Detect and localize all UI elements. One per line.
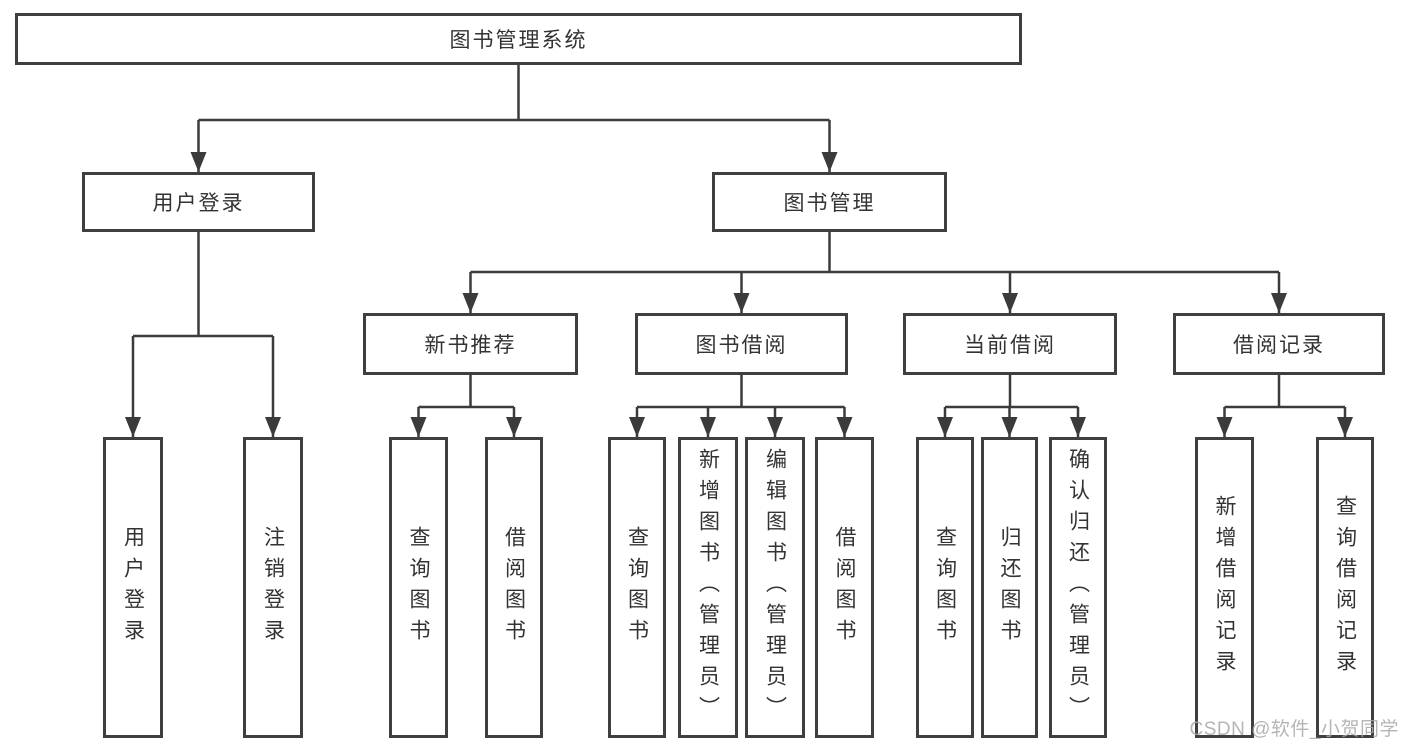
- node-book-management-label: 图书管理: [783, 192, 876, 215]
- leaf-query-books-2-label: 查询图书: [625, 525, 649, 650]
- node-borrow-records-label: 借阅记录: [1233, 334, 1325, 357]
- connector-root: [198, 65, 830, 122]
- connector-borrow-records: [1224, 375, 1345, 409]
- watermark-text: CSDN @软件_小贺同学: [1189, 719, 1399, 740]
- leaf-borrow-books-1-label: 借阅图书: [502, 525, 526, 650]
- leaf-return-books: 归还图书: [981, 437, 1038, 738]
- leaf-add-books-admin: 新增图书（管理员）: [678, 437, 738, 738]
- connector-book-management: [470, 232, 1279, 274]
- leaf-user-login-label: 用户登录: [121, 525, 145, 650]
- leaf-edit-books-admin: 编辑图书（管理员）: [745, 437, 805, 738]
- leaf-logout: 注销登录: [243, 437, 303, 738]
- leaf-borrow-books-2-label: 借阅图书: [833, 525, 857, 650]
- leaf-user-login: 用户登录: [103, 437, 163, 738]
- node-current-borrowing: 当前借阅: [903, 313, 1117, 375]
- leaf-query-books-1: 查询图书: [389, 437, 448, 738]
- connector-book-borrowing: [637, 375, 845, 409]
- leaf-borrow-books-2: 借阅图书: [815, 437, 874, 738]
- node-book-borrowing-label: 图书借阅: [695, 334, 788, 357]
- leaf-confirm-return-admin-label: 确认归还（管理员）: [1066, 448, 1090, 727]
- leaf-query-books-3: 查询图书: [916, 437, 974, 738]
- leaf-query-borrow-record-label: 查询借阅记录: [1333, 494, 1357, 681]
- leaf-query-books-1-label: 查询图书: [407, 525, 431, 650]
- leaf-add-borrow-record-label: 新增借阅记录: [1213, 494, 1237, 681]
- leaf-query-books-3-label: 查询图书: [933, 525, 957, 650]
- leaf-add-borrow-record: 新增借阅记录: [1195, 437, 1254, 738]
- node-user-login: 用户登录: [82, 172, 315, 232]
- leaf-query-borrow-record: 查询借阅记录: [1316, 437, 1374, 738]
- leaf-edit-books-admin-label: 编辑图书（管理员）: [763, 448, 787, 727]
- leaf-query-books-2: 查询图书: [608, 437, 666, 738]
- connector-current-borrowing: [945, 375, 1078, 409]
- node-user-login-label: 用户登录: [152, 192, 245, 215]
- leaf-borrow-books-1: 借阅图书: [485, 437, 543, 738]
- node-new-book-recommend: 新书推荐: [363, 313, 578, 375]
- node-book-borrowing: 图书借阅: [635, 313, 848, 375]
- leaf-confirm-return-admin: 确认归还（管理员）: [1049, 437, 1107, 738]
- node-current-borrowing-label: 当前借阅: [964, 334, 1056, 357]
- connector-new-book-recommend: [418, 375, 514, 409]
- node-root: 图书管理系统: [15, 13, 1022, 65]
- leaf-logout-label: 注销登录: [261, 525, 285, 650]
- leaf-return-books-label: 归还图书: [998, 525, 1022, 650]
- node-book-management: 图书管理: [712, 172, 947, 232]
- connector-user-login: [133, 232, 273, 338]
- node-new-book-recommend-label: 新书推荐: [424, 334, 517, 357]
- node-root-label: 图书管理系统: [449, 29, 588, 52]
- leaf-add-books-admin-label: 新增图书（管理员）: [696, 448, 720, 727]
- node-borrow-records: 借阅记录: [1173, 313, 1385, 375]
